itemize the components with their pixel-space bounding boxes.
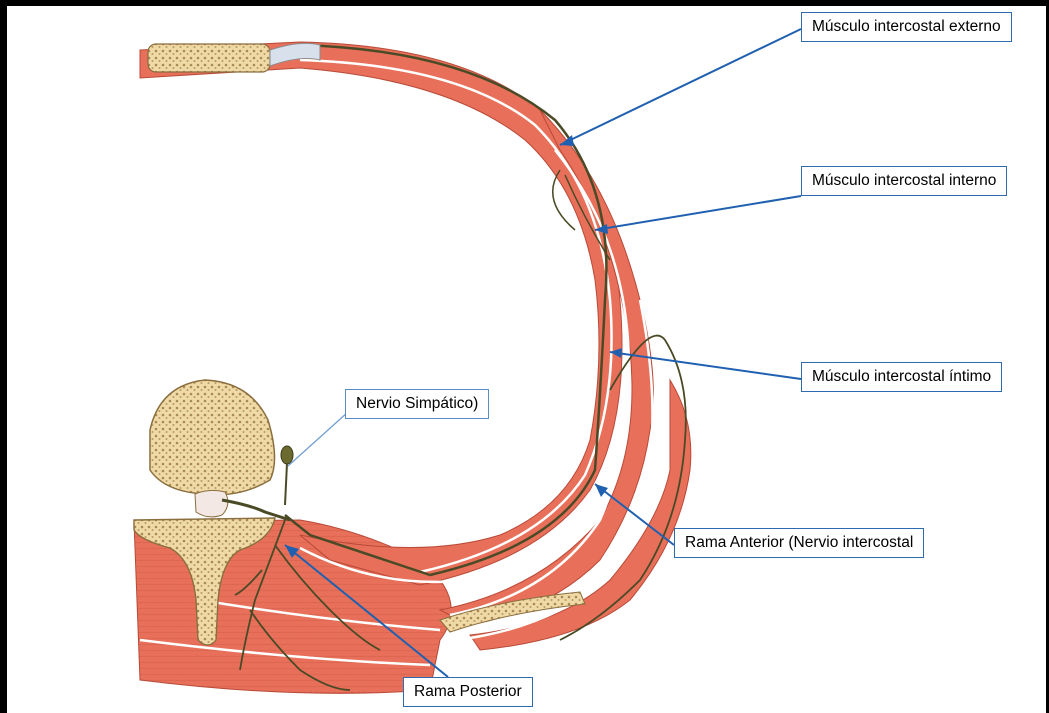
leader-interno [595, 196, 801, 230]
spinal-nerve [222, 500, 290, 520]
label-musculo-intercostal-interno: Músculo intercostal interno [801, 166, 1007, 196]
arrowhead-anterior [595, 484, 608, 497]
label-musculo-intercostal-intimo: Músculo intercostal íntimo [801, 362, 1002, 392]
spinal-cord [195, 490, 228, 517]
label-rama-posterior: Rama Posterior [403, 677, 533, 707]
leader-simpatico [288, 412, 348, 466]
sympathetic-trunk [285, 463, 287, 505]
leader-externo [560, 29, 801, 145]
label-musculo-intercostal-externo: Músculo intercostal externo [801, 12, 1012, 42]
label-rama-anterior: Rama Anterior (Nervio intercostal [674, 528, 924, 558]
sternum-bone [148, 44, 270, 72]
sympathetic-ganglion [281, 446, 293, 464]
vertebral-body [150, 380, 275, 495]
label-nervio-simpatico: Nervio Simpático) [345, 389, 489, 419]
